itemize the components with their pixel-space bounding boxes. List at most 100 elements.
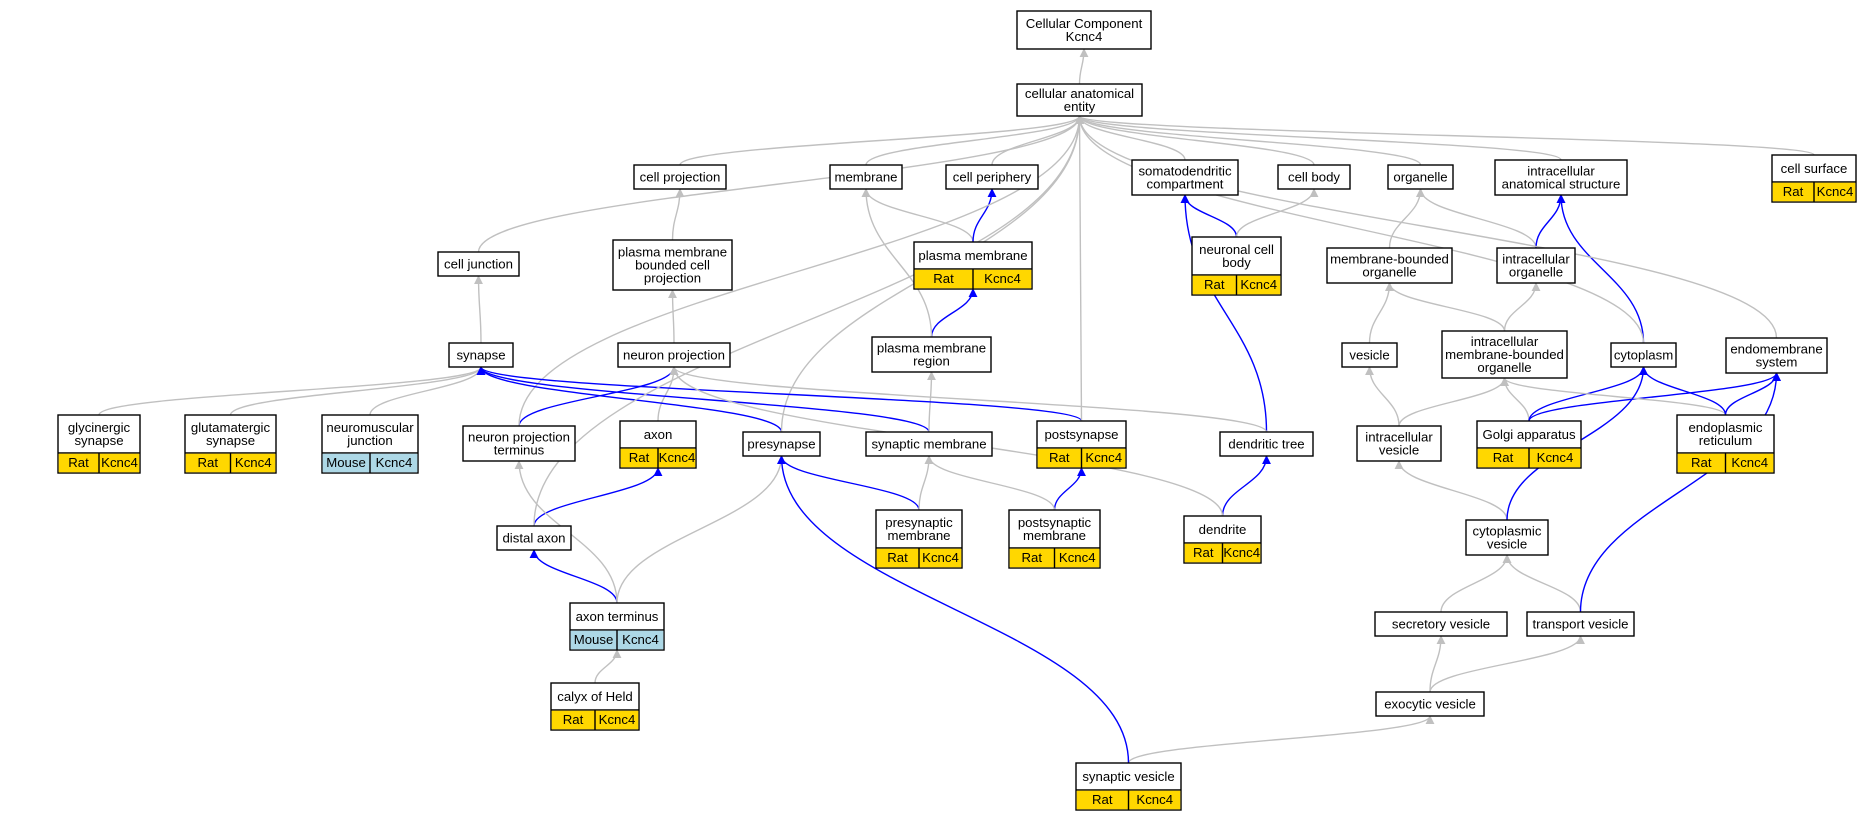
node-box bbox=[462, 425, 576, 462]
node-transves[interactable]: transport vesicle bbox=[1526, 611, 1635, 637]
node-box bbox=[633, 164, 727, 190]
gene-badge bbox=[595, 710, 639, 730]
edge-distaxon-to-axon bbox=[533, 467, 663, 527]
species-badge-rat bbox=[1477, 448, 1529, 468]
species-label: Rat bbox=[1691, 455, 1712, 470]
edge-cae-to-cc bbox=[1078, 48, 1089, 85]
node-organelle[interactable]: organelle bbox=[1387, 164, 1454, 190]
node-membrane[interactable]: membrane bbox=[829, 164, 903, 190]
node-distaxon[interactable]: distal axon bbox=[496, 525, 572, 551]
species-badge-rat bbox=[1037, 448, 1082, 468]
node-label-line: cell projection bbox=[640, 170, 721, 185]
species-badge-rat bbox=[1009, 548, 1055, 568]
edge-npt-to-cae bbox=[518, 115, 1084, 427]
gene-badge bbox=[617, 630, 664, 650]
node-label-line: neuron projection bbox=[623, 348, 725, 363]
edge-ivesicle-to-imbo bbox=[1398, 377, 1509, 427]
node-label-line: anatomical structure bbox=[1502, 177, 1621, 192]
node-exoves[interactable]: exocytic vesicle bbox=[1375, 691, 1485, 717]
edge-ias-to-cae bbox=[1075, 115, 1562, 161]
node-secves[interactable]: secretory vesicle bbox=[1374, 611, 1508, 637]
node-label-line: presynaptic bbox=[885, 515, 953, 530]
node-presyn[interactable]: presynapse bbox=[742, 431, 821, 457]
gene-badge bbox=[370, 453, 418, 473]
node-box bbox=[1387, 164, 1454, 190]
edge-cellsurf-to-cae bbox=[1075, 115, 1815, 156]
node-label-line: dendrite bbox=[1199, 522, 1247, 537]
node-label-line: compartment bbox=[1147, 177, 1224, 192]
node-label-line: organelle bbox=[1477, 360, 1531, 375]
edge-plasmamem-to-cellperiph bbox=[972, 188, 997, 243]
node-box bbox=[1375, 691, 1485, 717]
edges-layer bbox=[98, 48, 1815, 764]
node-label-line: synapse bbox=[206, 433, 255, 448]
species-badge-rat bbox=[551, 710, 595, 730]
edge-ncb-to-cellbody bbox=[1235, 188, 1319, 238]
node-label-line: synapse bbox=[456, 348, 505, 363]
node-label-line: neuron projection bbox=[468, 430, 570, 445]
node-synapse[interactable]: synapse bbox=[448, 342, 514, 368]
edge-presynmem-to-presyn bbox=[777, 455, 920, 511]
species-badge-rat bbox=[914, 269, 973, 289]
node-box bbox=[1374, 611, 1508, 637]
node-dtree[interactable]: dendritic tree bbox=[1219, 431, 1314, 457]
node-label-line: postsynaptic bbox=[1018, 515, 1092, 530]
node-synmem[interactable]: synaptic membrane bbox=[865, 431, 993, 457]
node-label-line: organelle bbox=[1509, 265, 1563, 280]
node-cellbody[interactable]: cell body bbox=[1277, 164, 1351, 190]
node-label-line: plasma membrane bbox=[877, 341, 986, 356]
node-cellperiph[interactable]: cell periphery bbox=[945, 164, 1039, 190]
edge-presynmem-to-synmem bbox=[918, 455, 934, 511]
edge-glutam-to-synapse bbox=[229, 366, 486, 416]
species-label: Rat bbox=[1493, 450, 1514, 465]
node-label-line: distal axon bbox=[502, 531, 565, 546]
node-neuproj[interactable]: neuron projection bbox=[617, 342, 731, 368]
node-label-line: terminus bbox=[494, 443, 545, 458]
gene-label: Kcnc4 bbox=[235, 455, 272, 470]
node-label-line: Golgi apparatus bbox=[1482, 427, 1576, 442]
node-label-line: membrane bbox=[1023, 528, 1086, 543]
node-label-line: cytoplasm bbox=[1614, 348, 1673, 363]
node-cellproj[interactable]: cell projection bbox=[633, 164, 727, 190]
node-label-line: system bbox=[1756, 355, 1798, 370]
gene-label: Kcnc4 bbox=[1731, 455, 1768, 470]
node-label-line: vesicle bbox=[1349, 348, 1389, 363]
node-cytoplasm[interactable]: cytoplasm bbox=[1610, 342, 1677, 368]
species-label: Mouse bbox=[574, 632, 614, 647]
node-vesicle[interactable]: vesicle bbox=[1341, 342, 1398, 368]
edge-axonterm-to-distaxon bbox=[529, 549, 618, 604]
edge-pmbcp-to-cellproj bbox=[671, 188, 685, 241]
node-label-line: membrane bbox=[887, 528, 950, 543]
node-celljunc[interactable]: cell junction bbox=[437, 251, 520, 277]
